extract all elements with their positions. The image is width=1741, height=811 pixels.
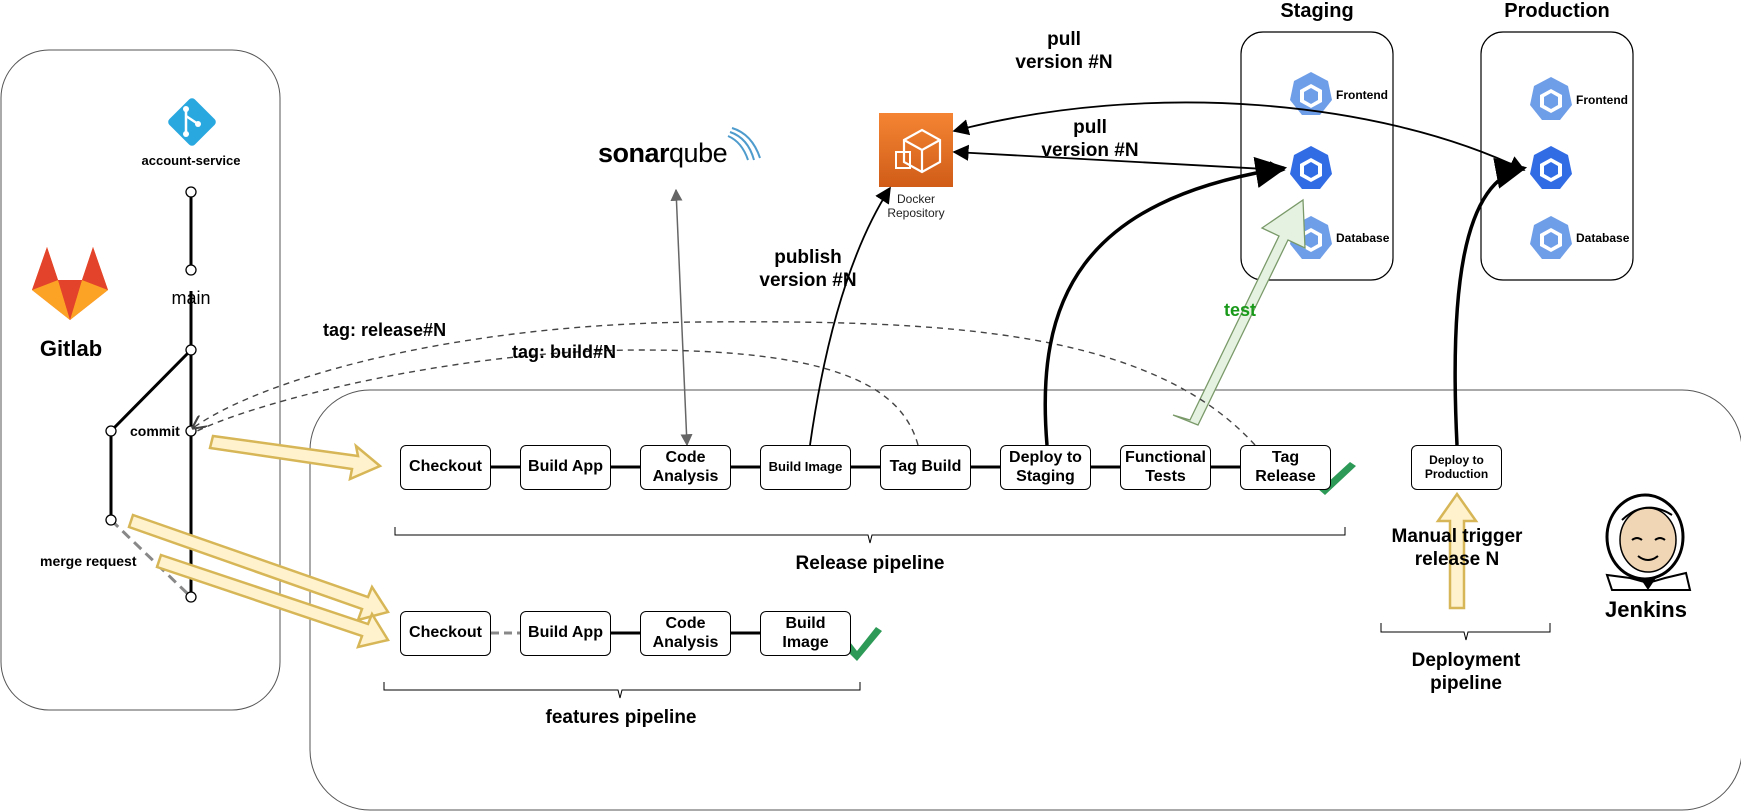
release-pipeline-label: Release pipeline <box>795 553 945 574</box>
repo-label: account-service <box>141 153 241 168</box>
test-arrow <box>1172 198 1306 426</box>
features-stage-code-analysis[interactable]: Code Analysis <box>640 611 731 656</box>
staging-frontend-label: Frontend <box>1336 88 1388 102</box>
k8s-icons <box>1290 72 1572 259</box>
staging-database-label: Database <box>1336 231 1390 245</box>
deployment-pipeline-label: Deployment pipeline <box>1411 650 1521 694</box>
staging-backend-icon <box>1290 146 1332 189</box>
gitlab-logo <box>32 247 108 320</box>
tag-release-label: tag: release#N <box>323 320 447 340</box>
production-title: Production <box>1504 0 1610 22</box>
jenkins-title: Jenkins <box>1605 597 1687 622</box>
production-frontend-label: Frontend <box>1576 93 1628 107</box>
jenkins-logo <box>1605 493 1692 591</box>
production-backend-icon <box>1530 146 1572 189</box>
release-stage-checkout[interactable]: Checkout <box>400 445 491 490</box>
sonar-analysis-arrow <box>670 188 693 447</box>
production-frontend-icon <box>1530 77 1572 120</box>
release-stage-tag-build[interactable]: Tag Build <box>880 445 971 490</box>
merge-request-line <box>109 518 193 599</box>
features-pipeline-label: features pipeline <box>545 707 697 728</box>
sonarqube-waves <box>727 127 761 161</box>
release-stage-build-app[interactable]: Build App <box>520 445 611 490</box>
production-pull-arrow <box>952 101 1526 171</box>
deploy-staging-arrow <box>1043 156 1288 446</box>
commit-label: commit <box>130 423 180 439</box>
merge-request-label: merge request <box>40 553 137 569</box>
features-brace <box>383 682 861 699</box>
publish-label: publish version #N <box>759 247 857 291</box>
gitlab-container <box>0 49 281 711</box>
sonarqube-logo-sonar: sonar <box>598 138 670 168</box>
pull-mid-label: pull version #N <box>1041 117 1139 161</box>
features-stage-checkout[interactable]: Checkout <box>400 611 491 656</box>
manual-trigger-arrow <box>1435 491 1479 610</box>
release-stage-deploy-staging[interactable]: Deploy to Staging <box>1000 445 1091 490</box>
git-icon <box>168 98 216 146</box>
tag-release-arc <box>193 321 1256 446</box>
docker-label: Docker Repository <box>887 192 945 220</box>
manual-trigger-label: Manual trigger release N <box>1391 526 1523 570</box>
production-database-icon <box>1530 216 1572 259</box>
release-brace <box>394 527 1346 544</box>
release-stage-tag-release[interactable]: Tag Release <box>1240 445 1331 490</box>
main-branch-label: main <box>171 288 211 308</box>
tag-build-label: tag: build#N <box>512 342 616 362</box>
features-stage-build-app[interactable]: Build App <box>520 611 611 656</box>
staging-frontend-icon <box>1290 72 1332 115</box>
gitlab-title: Gitlab <box>39 336 103 361</box>
deploy-production-arrow <box>1453 157 1528 446</box>
git-commit-nodes <box>105 186 197 603</box>
pull-top-label: pull version #N <box>1015 29 1113 73</box>
deploy-production-stage[interactable]: Deploy to Production <box>1411 445 1502 490</box>
docker-repository-icon <box>879 113 953 187</box>
release-stage-build-image[interactable]: Build Image <box>760 445 851 490</box>
publish-arrow <box>809 186 891 446</box>
commit-to-release-arrow <box>208 434 383 482</box>
sonarqube-logo: sonarqube <box>598 138 728 169</box>
staging-title: Staging <box>1280 0 1354 22</box>
deployment-brace <box>1380 623 1551 641</box>
sonarqube-logo-qube: qube <box>669 138 728 168</box>
tag-build-arc <box>194 349 919 446</box>
test-label: test <box>1223 300 1257 320</box>
features-stage-build-image[interactable]: Build Image <box>760 611 851 656</box>
merge-to-features-arrow-2 <box>155 553 390 649</box>
jenkins-container <box>309 389 1741 811</box>
production-database-label: Database <box>1576 231 1630 245</box>
features-check-icon <box>844 627 882 661</box>
release-stage-code-analysis[interactable]: Code Analysis <box>640 445 731 490</box>
release-stage-functional-tests[interactable]: Functional Tests <box>1120 445 1211 490</box>
